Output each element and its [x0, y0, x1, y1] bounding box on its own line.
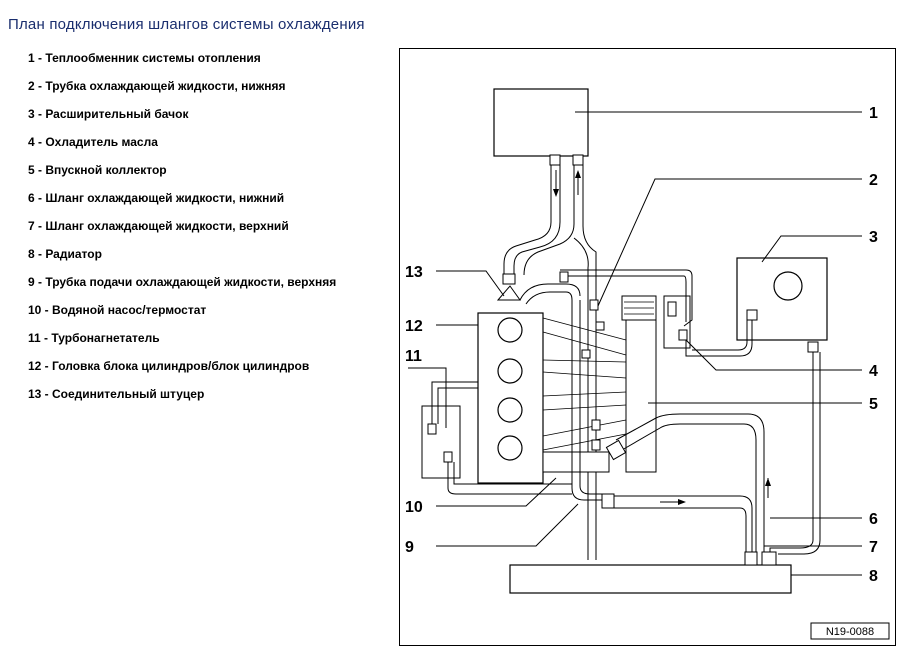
leader-9 [436, 503, 579, 547]
heater-hose-left-inner [513, 165, 561, 275]
turbo-feed-line [431, 381, 478, 424]
callout-13: 13 [405, 264, 423, 281]
intake-manifold [625, 319, 657, 473]
thermostat-fitting [605, 439, 627, 461]
leader-13 [436, 270, 505, 297]
callout-11: 11 [405, 348, 422, 365]
legend-list: 1 - Теплообменник системы отопления 2 - … [28, 49, 336, 413]
figure-code-box [810, 622, 890, 640]
tank-cap [773, 271, 803, 301]
diagram-frame [399, 48, 896, 646]
legend-item-13: 13 - Соединительный штуцер [28, 387, 205, 401]
legend-item-8: 8 - Радиатор [28, 247, 102, 261]
legend-item-1: 1 - Теплообменник системы отопления [28, 51, 261, 65]
leader-4 [685, 339, 862, 371]
legend-item-4: 4 - Охладитель масла [28, 135, 158, 149]
callout-1: 1 [869, 105, 878, 122]
heater-hose-left [503, 165, 552, 275]
cylinder-2 [497, 358, 523, 384]
lower-pipe-inner [568, 275, 687, 322]
turbo-return-line [447, 462, 572, 495]
upper-hose-fitting [519, 283, 581, 301]
callout-8: 8 [869, 568, 878, 585]
lower-coolant-hose [769, 352, 814, 553]
leader-2 [597, 178, 862, 307]
intake-runners [542, 317, 627, 451]
legend-item-3: 3 - Расширительный бачок [28, 107, 189, 121]
legend-item-10: 10 - Водяной насос/термостат [28, 303, 207, 317]
callout-10: 10 [405, 499, 423, 516]
upper-coolant-hose [615, 413, 765, 552]
leader-11 [408, 367, 447, 428]
page-title: План подключения шлангов системы охлажде… [8, 16, 365, 33]
cylinder-3 [497, 397, 523, 423]
lower-coolant-hose-inner [778, 352, 821, 555]
fitting-outlet [496, 285, 521, 301]
heater-port-right [572, 154, 584, 166]
upper-hose-fitting-inner [525, 291, 573, 305]
legend-item-5: 5 - Впускной коллектор [28, 163, 167, 177]
heater-hose-right-outer [573, 237, 589, 560]
leader-3 [761, 235, 862, 263]
legend-item-9: 9 - Трубка подачи охлаждающей жидкости, … [28, 275, 337, 289]
callout-9: 9 [405, 539, 414, 556]
upper-coolant-hose-inner [621, 423, 757, 552]
heater-core [493, 88, 589, 157]
lower-pipe-clamp [589, 299, 599, 311]
cylinder-4 [497, 435, 523, 461]
callout-4: 4 [869, 363, 878, 380]
tank-hose-inner [692, 320, 748, 351]
heater-port-left [549, 154, 561, 166]
radiator [509, 564, 792, 594]
callout-7: 7 [869, 539, 878, 556]
callout-3: 3 [869, 229, 878, 246]
callout-6: 6 [869, 511, 878, 528]
legend-item-6: 6 - Шланг охлаждающей жидкости, нижний [28, 191, 285, 205]
callout-5: 5 [869, 396, 878, 413]
legend-item-12: 12 - Головка блока цилиндров/блок цилинд… [28, 359, 310, 373]
water-pump [542, 451, 610, 473]
supply-pipe-inner [579, 300, 747, 552]
cylinder-1 [497, 317, 523, 343]
callout-2: 2 [869, 172, 878, 189]
legend-item-11: 11 - Турбонагнетатель [28, 331, 160, 345]
lower-pipe [560, 269, 693, 327]
legend-item-7: 7 - Шланг охлаждающей жидкости, верхний [28, 219, 289, 233]
heater-hose-right-inner [582, 165, 597, 560]
connection-fitting [502, 273, 516, 285]
legend-item-2: 2 - Трубка охлаждающей жидкости, нижняя [28, 79, 286, 93]
tank-hose [685, 320, 753, 357]
callout-12: 12 [405, 318, 423, 335]
leader-10 [436, 477, 557, 507]
heater-hose-right [523, 165, 575, 276]
figure-code: N19-0088 [826, 626, 874, 638]
